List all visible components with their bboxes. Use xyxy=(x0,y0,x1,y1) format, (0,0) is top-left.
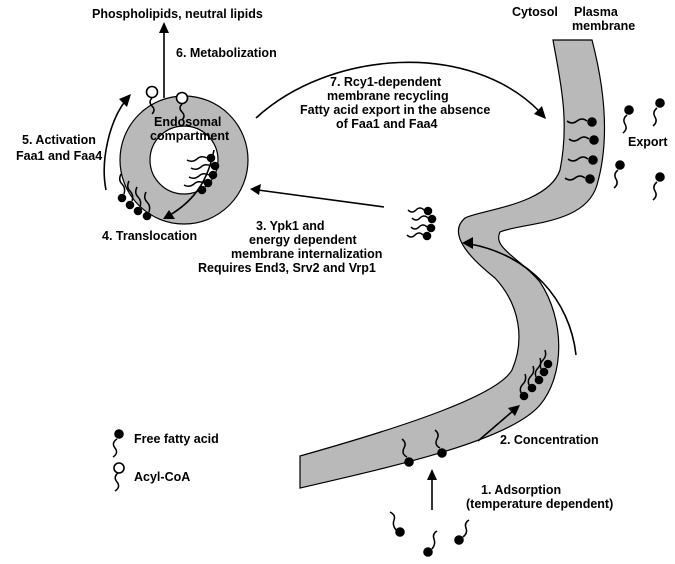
recycling-label-line1: 7. Rcy1-dependent xyxy=(330,75,442,89)
concentration-label: 2. Concentration xyxy=(500,433,599,447)
internalization-label-line4: Requires End3, Srv2 and Vrp1 xyxy=(198,261,376,275)
adsorption-label-line1: 1. Adsorption xyxy=(481,483,561,497)
cytosol-label: Cytosol xyxy=(512,5,558,19)
internalization-label-line1: 3. Ypk1 and xyxy=(256,219,325,233)
recycling-label-line2: membrane recycling xyxy=(327,89,449,103)
activation-label-line1: 5. Activation xyxy=(22,133,96,147)
activation-label-line2: Faa1 and Faa4 xyxy=(16,149,102,163)
endosomal-label-line1: Endosomal xyxy=(154,115,221,129)
plasma-membrane-label-line2: membrane xyxy=(572,19,635,33)
endosomal-label-line2: compartment xyxy=(150,129,230,143)
export-label: Export xyxy=(628,135,668,149)
metabolization-arrow xyxy=(159,22,169,98)
metabolization-label: 6. Metabolization xyxy=(176,46,277,60)
free-fatty-acid xyxy=(455,520,469,544)
adsorption-label-line2: (temperature dependent) xyxy=(466,497,613,511)
adsorption-arrow xyxy=(427,469,437,510)
legend-acyl-coa-label: Acyl-CoA xyxy=(134,470,190,484)
phospholipids-label: Phospholipids, neutral lipids xyxy=(92,7,263,21)
exported-fatty-acid xyxy=(653,173,664,200)
recycling-label-line4: of Faa1 and Faa4 xyxy=(336,117,437,131)
free-fatty-acid xyxy=(424,531,437,556)
fatty-acid-cluster-invagination xyxy=(407,208,436,240)
exported-fatty-acid xyxy=(623,106,633,133)
internalization-arrow xyxy=(250,184,384,207)
free-fatty-acid xyxy=(390,512,404,536)
legend-free-fatty-acid-icon xyxy=(113,430,123,457)
internalization-label-line3: membrane internalization xyxy=(231,247,382,261)
translocation-label: 4. Translocation xyxy=(102,229,197,243)
recycling-label-line3: Fatty acid export in the absence xyxy=(300,103,490,117)
legend-acyl-coa-icon xyxy=(114,463,124,491)
exported-fatty-acid xyxy=(653,99,664,126)
legend-free-fatty-acid-label: Free fatty acid xyxy=(134,432,219,446)
exported-fatty-acid xyxy=(614,161,624,188)
plasma-membrane-label-line1: Plasma xyxy=(574,5,619,19)
internalization-label-line2: energy dependent xyxy=(249,233,357,247)
